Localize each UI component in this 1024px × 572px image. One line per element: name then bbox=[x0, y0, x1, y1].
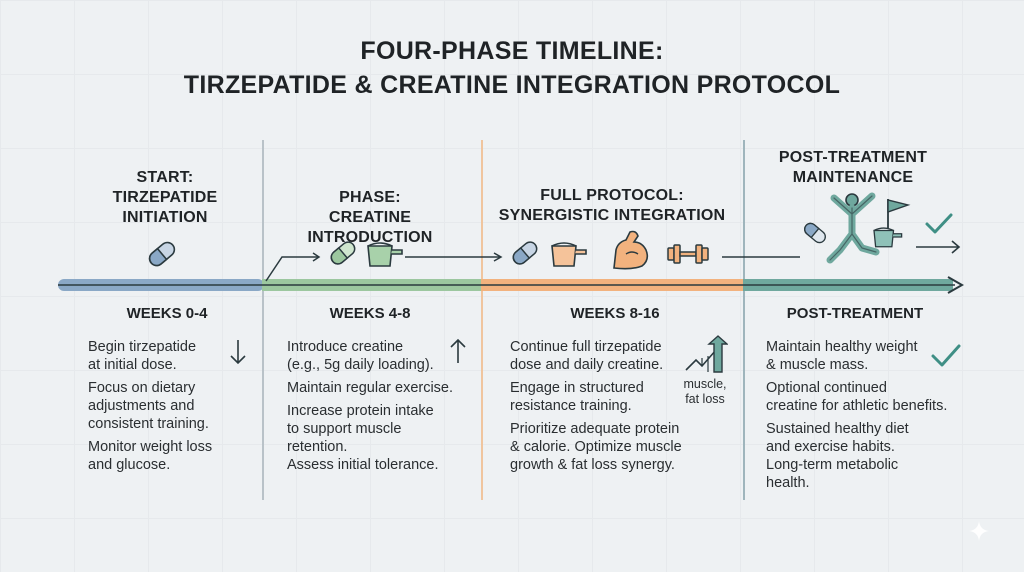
divider-2 bbox=[481, 140, 483, 500]
checkmark-icon bbox=[931, 344, 961, 367]
phase-4-detail-1: Maintain healthy weight& muscle mass. bbox=[766, 339, 918, 373]
arrow-right-icon bbox=[916, 240, 961, 254]
running-figure-icon bbox=[826, 192, 880, 264]
phase-2-heading-line-1: PHASE: bbox=[339, 189, 401, 206]
phase-2-weeks: WEEKS 4-8 bbox=[329, 305, 411, 322]
trend-label-line-1: muscle, bbox=[683, 377, 727, 391]
phase-3-weeks: WEEKS 8-16 bbox=[570, 305, 660, 322]
trend-label: muscle, fat loss bbox=[676, 377, 734, 407]
up-arrow-icon bbox=[450, 338, 466, 363]
title-line-1: FOUR-PHASE TIMELINE: bbox=[360, 37, 664, 65]
phase-2-heading-line-2: CREATINE bbox=[328, 209, 412, 226]
phase-1-heading: START: TIRZEPATIDE INITIATION bbox=[90, 168, 240, 228]
phase-3-detail-3: Prioritize adequate protein& calorie. Op… bbox=[510, 421, 682, 473]
page-title: FOUR-PHASE TIMELINE: TIRZEPATIDE & CREAT… bbox=[0, 34, 1024, 102]
phase-3-heading-line-1: FULL PROTOCOL: bbox=[540, 187, 684, 204]
flag-icon bbox=[887, 199, 911, 228]
phase-3-heading-line-2: SYNERGISTIC INTEGRATION bbox=[498, 207, 726, 224]
phase-1-heading-line-3: INITIATION bbox=[122, 209, 208, 226]
pill-icon bbox=[804, 222, 826, 244]
pill-icon bbox=[512, 241, 538, 265]
phase-2-detail-4: Assess initial tolerance. bbox=[287, 457, 439, 473]
scoop-icon bbox=[873, 227, 903, 248]
phase-1-heading-line-1: START: bbox=[136, 169, 194, 186]
phase-4-heading-line-1: POST-TREATMENT bbox=[778, 149, 928, 166]
scoop-icon bbox=[367, 242, 403, 267]
phase-4-heading-line-2: MAINTENANCE bbox=[792, 169, 914, 186]
down-arrow-icon bbox=[230, 340, 246, 365]
phase-2-details: Introduce creatine(e.g., 5g daily loadin… bbox=[287, 338, 477, 479]
sparkle-icon bbox=[969, 521, 989, 541]
phase-2-detail-1: Introduce creatine(e.g., 5g daily loadin… bbox=[287, 339, 434, 373]
phase-1-weeks: WEEKS 0-4 bbox=[126, 305, 208, 322]
phase-2-detail-2: Maintain regular exercise. bbox=[287, 380, 454, 396]
phase-4-weeks: POST-TREATMENT bbox=[786, 305, 924, 322]
trend-label-line-2: fat loss bbox=[685, 392, 725, 406]
divider-3 bbox=[743, 140, 745, 500]
flexed-arm-icon bbox=[613, 230, 649, 270]
connector-arrow-1 bbox=[265, 256, 318, 282]
pill-icon bbox=[330, 241, 356, 265]
phase-4-details: Maintain healthy weight& muscle mass. Op… bbox=[766, 338, 986, 497]
phase-2-heading: PHASE: CREATINE INTRODUCTION bbox=[295, 188, 445, 248]
phase-4-heading: POST-TREATMENT MAINTENANCE bbox=[768, 148, 938, 188]
checkmark-icon bbox=[925, 213, 953, 234]
divider-1 bbox=[262, 140, 264, 500]
upward-trend-icon bbox=[685, 335, 728, 373]
phase-1-heading-line-2: TIRZEPATIDE bbox=[112, 189, 218, 206]
timeline-arrowhead bbox=[947, 276, 965, 294]
phase-3-heading: FULL PROTOCOL: SYNERGISTIC INTEGRATION bbox=[492, 186, 732, 226]
phase-2-heading-line-3: INTRODUCTION bbox=[307, 229, 433, 246]
dumbbell-icon bbox=[667, 244, 709, 264]
title-line-2: TIRZEPATIDE & CREATINE INTEGRATION PROTO… bbox=[183, 71, 841, 99]
pill-icon bbox=[148, 241, 176, 267]
scoop-icon bbox=[551, 242, 587, 267]
